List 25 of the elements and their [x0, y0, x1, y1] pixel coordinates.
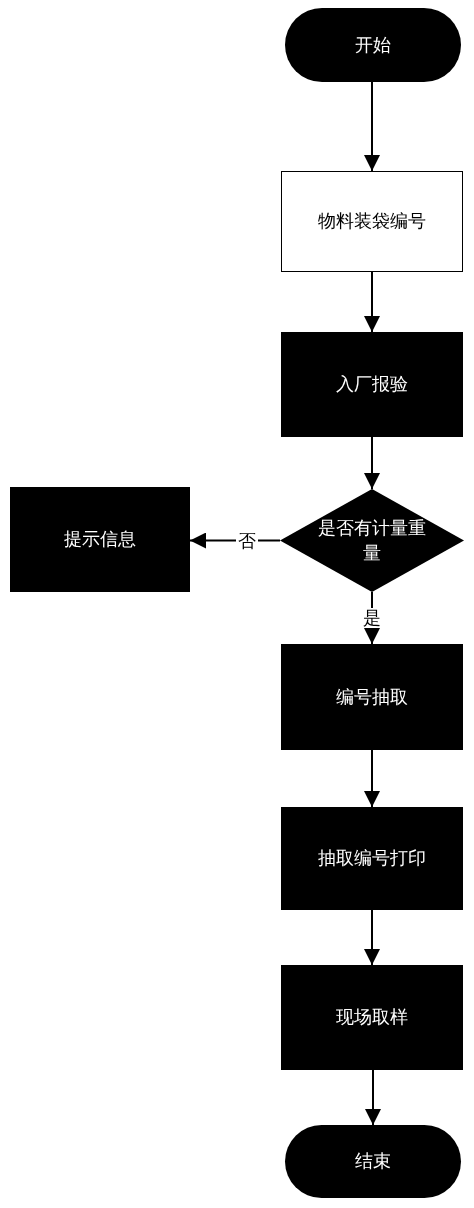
- node-label: 入厂报验: [336, 372, 408, 397]
- process-box: [281, 965, 463, 1070]
- node-label: 抽取编号打印: [318, 846, 426, 871]
- node-label: 结束: [355, 1149, 391, 1174]
- node-label: 现场取样: [336, 1005, 408, 1030]
- process-box: [281, 332, 463, 437]
- process-box: [281, 807, 463, 910]
- arrow: [364, 271, 380, 333]
- arrow: [364, 81, 380, 172]
- node-label: 物料装袋编号: [318, 209, 426, 234]
- process-box: [281, 644, 463, 750]
- process-box: [10, 487, 190, 592]
- arrow: [364, 436, 380, 490]
- arrow: [365, 1069, 381, 1126]
- arrow: [189, 532, 281, 549]
- edge-label: 是: [361, 608, 383, 628]
- node-label: 提示信息: [64, 527, 136, 552]
- node-label: 编号抽取: [336, 684, 408, 709]
- process-box: [281, 171, 463, 272]
- node-label: 开始: [355, 32, 391, 57]
- decision-diamond: [280, 489, 464, 592]
- arrow: [364, 909, 380, 966]
- edge-label: 否: [236, 530, 258, 551]
- node-label: 是否有计量重量: [317, 516, 427, 565]
- arrow: [364, 749, 380, 808]
